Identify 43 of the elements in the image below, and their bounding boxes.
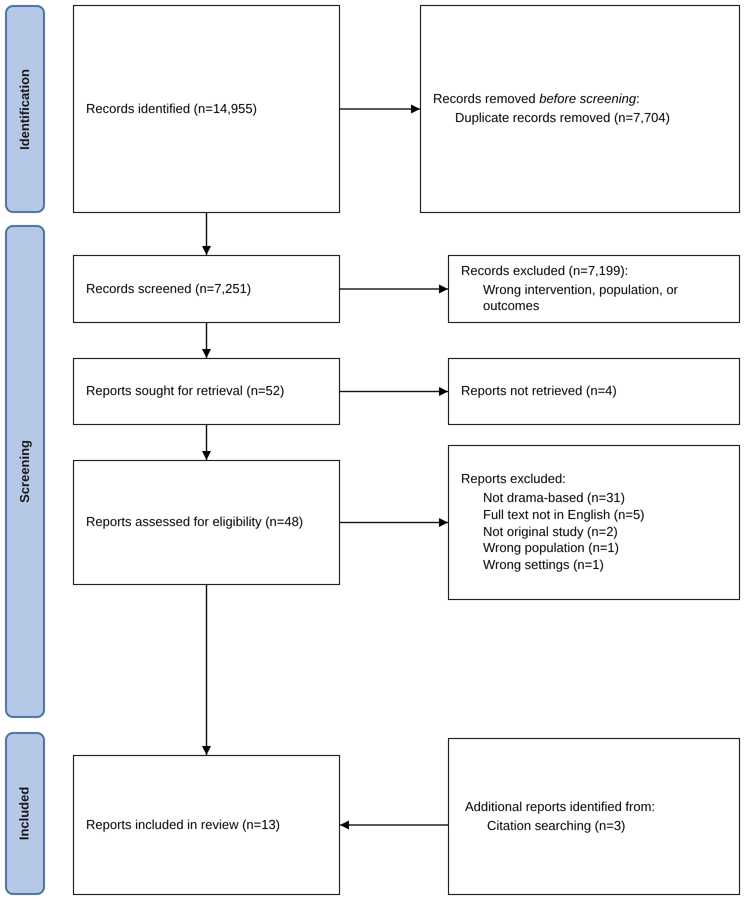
box-text: Records screened (n=7,251) [86,280,252,298]
process-box [448,738,740,895]
phase-label: Identification [16,68,33,150]
box-text: Not drama-based (n=31) [483,490,626,507]
phase-band [5,732,45,895]
box-text: Reports excluded: [461,470,567,488]
box-text: Not original study (n=2) [483,524,619,540]
box-text: Citation searching (n=3) [487,818,626,834]
arrow [340,820,448,830]
phase-label: Included [16,786,33,840]
process-box [73,5,340,213]
arrow [340,104,420,114]
arrow [340,518,448,527]
process-box [73,460,340,585]
box-text: Reports not retrieved (n=4) [461,383,618,400]
phase-band [5,225,45,718]
arrow [202,323,211,358]
arrow [340,284,448,294]
box-text: Reports sought for retrieval (n=52) [86,383,286,400]
process-box [448,358,740,425]
box-text: Records removed before screening: [433,91,641,108]
box-text: Additional reports identified from: [465,798,656,816]
box-text: Wrong settings (n=1) [483,557,605,574]
box-text: Reports assessed for eligibility (n=48) [86,514,304,531]
arrow [202,213,211,255]
process-box [448,445,740,600]
process-box [448,255,740,323]
box-text: Wrong intervention, population, or outcomes [483,282,679,316]
arrow [340,387,448,396]
box-text: Wrong population (n=1) [483,540,620,558]
box-text: Records excluded (n=7,199): [461,262,630,280]
box-text: Records identified (n=14,955) [86,100,258,118]
process-box [73,755,340,895]
phase-band [5,5,45,213]
process-box [73,255,340,323]
arrow [202,425,211,460]
arrow [202,585,211,755]
box-text: Full text not in English (n=5) [483,506,646,524]
process-box [420,5,740,213]
box-text: Reports included in review (n=13) [86,816,282,834]
process-box [73,358,340,425]
phase-label: Screening [16,440,33,503]
box-text: Duplicate records removed (n=7,704) [455,110,671,127]
